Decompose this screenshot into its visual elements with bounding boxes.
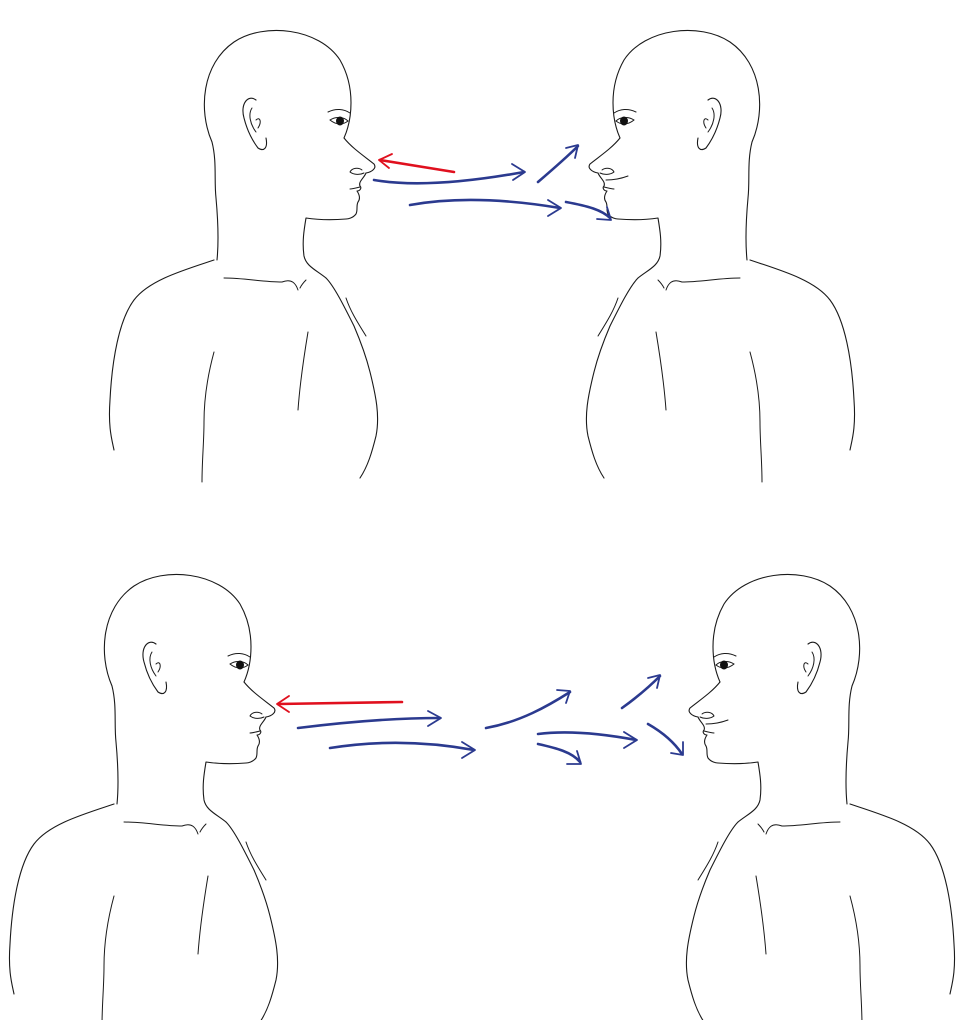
- exhale-arrow: [536, 742, 582, 765]
- speaker-figure: [8, 573, 279, 1020]
- exhale-arrow: [536, 731, 638, 749]
- exhale-arrow: [408, 198, 562, 217]
- exhale-arrow: [620, 674, 662, 710]
- exhale-arrow: [536, 144, 580, 184]
- exhale-arrow: [484, 689, 572, 730]
- inhale-arrow: [276, 695, 404, 713]
- exhale-arrow: [372, 163, 526, 185]
- exhale-arrow: [296, 710, 442, 730]
- scene-close-distance: [108, 29, 854, 483]
- exhale-arrow: [328, 741, 476, 759]
- speaker-figure: [108, 29, 379, 483]
- scene-far-distance: [8, 573, 954, 1020]
- listener-figure: [586, 30, 854, 482]
- exhale-arrow: [564, 200, 612, 221]
- listener-figure: [686, 574, 954, 1020]
- exhale-arrow: [646, 722, 684, 756]
- inhale-arrow: [378, 153, 456, 174]
